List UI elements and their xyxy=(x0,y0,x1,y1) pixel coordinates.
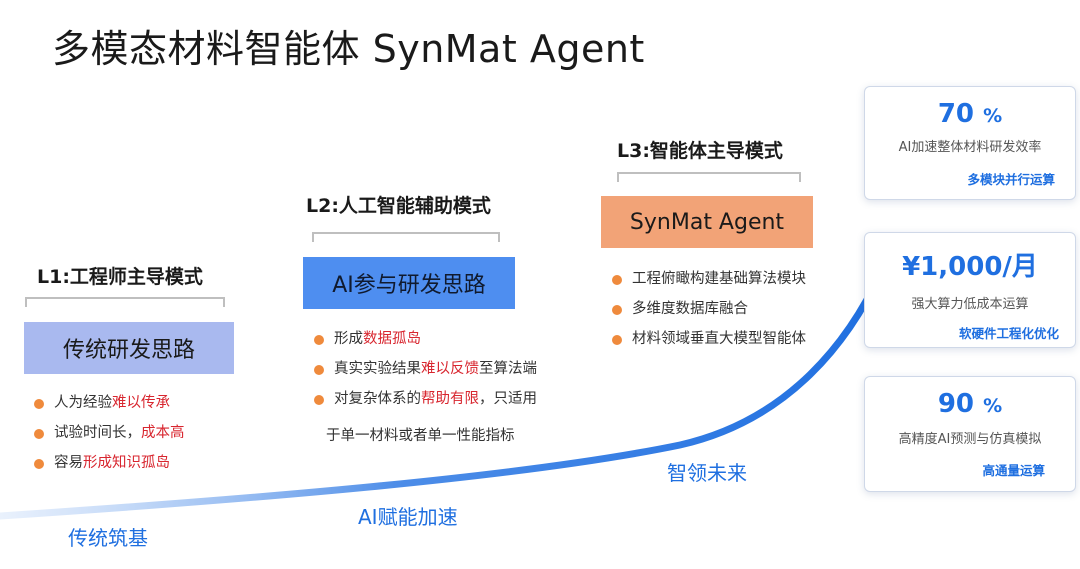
bullet-dot-icon xyxy=(612,275,622,285)
l1-mode-label: 传统研发思路 xyxy=(62,338,195,363)
l1-bracket xyxy=(25,297,225,307)
stage-label-foundation: 传统筑基 xyxy=(68,526,148,550)
bullet-dot-icon xyxy=(314,335,324,345)
stage-label-acceleration: AI赋能加速 xyxy=(358,505,458,529)
l3-mode-label: SynMat Agent xyxy=(629,209,785,235)
bullet-dot-icon xyxy=(612,334,622,345)
metric-value: 70 % xyxy=(937,99,1003,129)
l3-bullet-list: 工程俯瞰构建基础算法模块 多维度数据库融合 材料领域垂直大模型智能体 xyxy=(608,270,806,360)
list-item: 容易形成知识孤岛 xyxy=(30,454,185,473)
l1-bullet-list: 人为经验难以传承 试验时间长，成本高 容易形成知识孤岛 xyxy=(30,394,185,484)
stage-label-future: 智领未来 xyxy=(667,461,747,485)
metric-card-efficiency: 70 % AI加速整体材料研发效率 多模块并行运算 xyxy=(864,86,1076,200)
list-item: 形成数据孤岛 xyxy=(310,330,537,349)
bullet-dot-icon xyxy=(612,304,622,315)
metric-description: 高精度AI预测与仿真模拟 xyxy=(898,432,1042,447)
bullet-dot-icon xyxy=(34,428,44,439)
bullet-dot-icon xyxy=(314,394,324,405)
list-item: 真实实验结果难以反馈至算法端 xyxy=(310,360,537,379)
bullet-dot-icon xyxy=(34,458,44,469)
metric-description: 强大算力低成本运算 xyxy=(911,297,1029,312)
l2-mode-label: AI参与研发思路 xyxy=(332,273,486,298)
l3-mode-box: SynMat Agent xyxy=(601,196,813,248)
l2-bullet-list: 形成数据孤岛 真实实验结果难以反馈至算法端 对复杂体系的帮助有限，只适用 xyxy=(310,330,537,413)
l2-bracket xyxy=(312,232,500,242)
metric-tag: 高通量运算 xyxy=(982,463,1045,478)
slide-title: 多模态材料智能体 SynMat Agent xyxy=(52,27,645,71)
l1-title: L1:工程师主导模式 xyxy=(37,266,203,288)
list-item: 工程俯瞰构建基础算法模块 xyxy=(608,270,806,289)
bullet-dot-icon xyxy=(314,364,324,375)
l3-bracket xyxy=(617,172,801,182)
metric-card-cost: ¥1,000/月 强大算力低成本运算 软硬件工程化优化 xyxy=(864,232,1076,348)
list-item: 对复杂体系的帮助有限，只适用 xyxy=(310,390,537,409)
metric-tag: 软硬件工程化优化 xyxy=(958,326,1059,341)
metric-value: ¥1,000/月 xyxy=(902,252,1038,282)
l2-title: L2:人工智能辅助模式 xyxy=(306,195,491,217)
metric-description: AI加速整体材料研发效率 xyxy=(898,140,1042,155)
l3-title: L3:智能体主导模式 xyxy=(617,140,783,162)
list-item: 试验时间长，成本高 xyxy=(30,424,185,443)
metric-tag: 多模块并行运算 xyxy=(967,172,1055,187)
l2-bullet-continuation: 于单一材料或者单一性能指标 xyxy=(326,428,515,444)
list-item: 多维度数据库融合 xyxy=(608,300,806,319)
l2-mode-box: AI参与研发思路 xyxy=(303,257,515,309)
l1-mode-box: 传统研发思路 xyxy=(24,322,234,374)
bullet-dot-icon xyxy=(34,399,44,409)
metric-card-accuracy: 90 % 高精度AI预测与仿真模拟 高通量运算 xyxy=(864,376,1076,492)
list-item: 人为经验难以传承 xyxy=(30,394,185,413)
list-item: 材料领域垂直大模型智能体 xyxy=(608,330,806,349)
metric-value: 90 % xyxy=(937,389,1003,419)
